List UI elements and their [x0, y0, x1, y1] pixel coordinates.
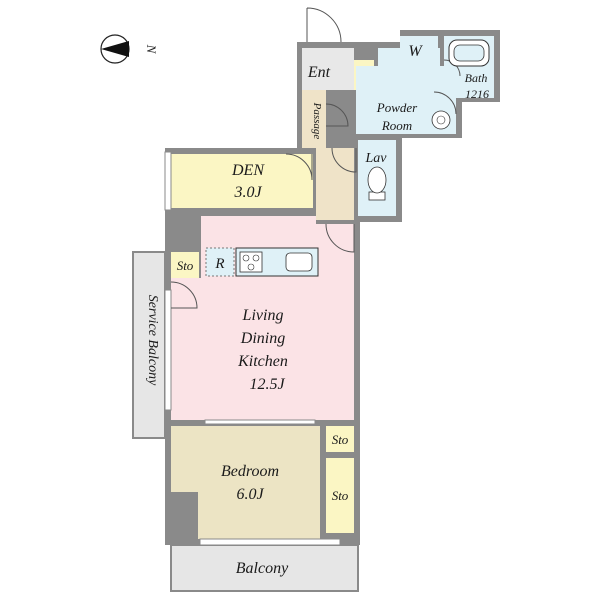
bath-size-label: 1216	[465, 87, 489, 101]
storage-small	[326, 426, 354, 452]
refrigerator-label: R	[214, 256, 224, 272]
lavatory-label: Lav	[365, 151, 388, 166]
balcony-area	[170, 544, 359, 592]
windows	[164, 151, 341, 546]
compass: N	[100, 34, 159, 64]
washbasin-icon	[431, 110, 451, 130]
ldk-line1: Living	[242, 307, 284, 324]
refrigerator-space	[205, 247, 235, 277]
service-balcony-area	[132, 251, 166, 439]
stove-icon	[239, 251, 263, 273]
den-room	[171, 154, 313, 208]
bedroom-size-label: 6.0J	[236, 486, 264, 503]
toilet-icon	[367, 166, 387, 201]
storage-closet-label: Sto	[332, 488, 349, 503]
door-swings	[170, 7, 461, 309]
balcony-label: Balcony	[236, 560, 289, 577]
bath-name-label: Bath	[465, 71, 488, 85]
entrance-room	[302, 48, 354, 90]
powder-room-line1: Powder	[376, 100, 418, 115]
storage-small-label: Sto	[332, 432, 349, 447]
ldk-size: 12.5J	[249, 376, 285, 393]
den-size-label: 3.0J	[233, 184, 262, 201]
passage-room	[302, 90, 326, 148]
passage-label: Passage	[311, 102, 323, 140]
storage-ldk	[171, 252, 199, 278]
sink-icon	[285, 252, 313, 272]
den-name-label: DEN	[231, 162, 265, 179]
bathtub-icon	[448, 39, 490, 67]
powder-room-top	[378, 48, 440, 68]
washer-label: W	[408, 43, 423, 60]
powder-room-line2: Room	[381, 118, 412, 133]
ldk-line2: Dining	[240, 330, 285, 347]
storage-closet	[326, 458, 354, 533]
bedroom-room	[171, 426, 320, 539]
entrance-label: Ent	[307, 64, 331, 81]
compass-needle-icon	[101, 41, 129, 57]
bedroom-name-label: Bedroom	[221, 463, 279, 480]
compass-north-label: N	[144, 44, 159, 55]
service-balcony-label: Service Balcony	[145, 295, 160, 386]
storage-ldk-label: Sto	[177, 258, 194, 273]
ldk-line3: Kitchen	[237, 353, 288, 370]
